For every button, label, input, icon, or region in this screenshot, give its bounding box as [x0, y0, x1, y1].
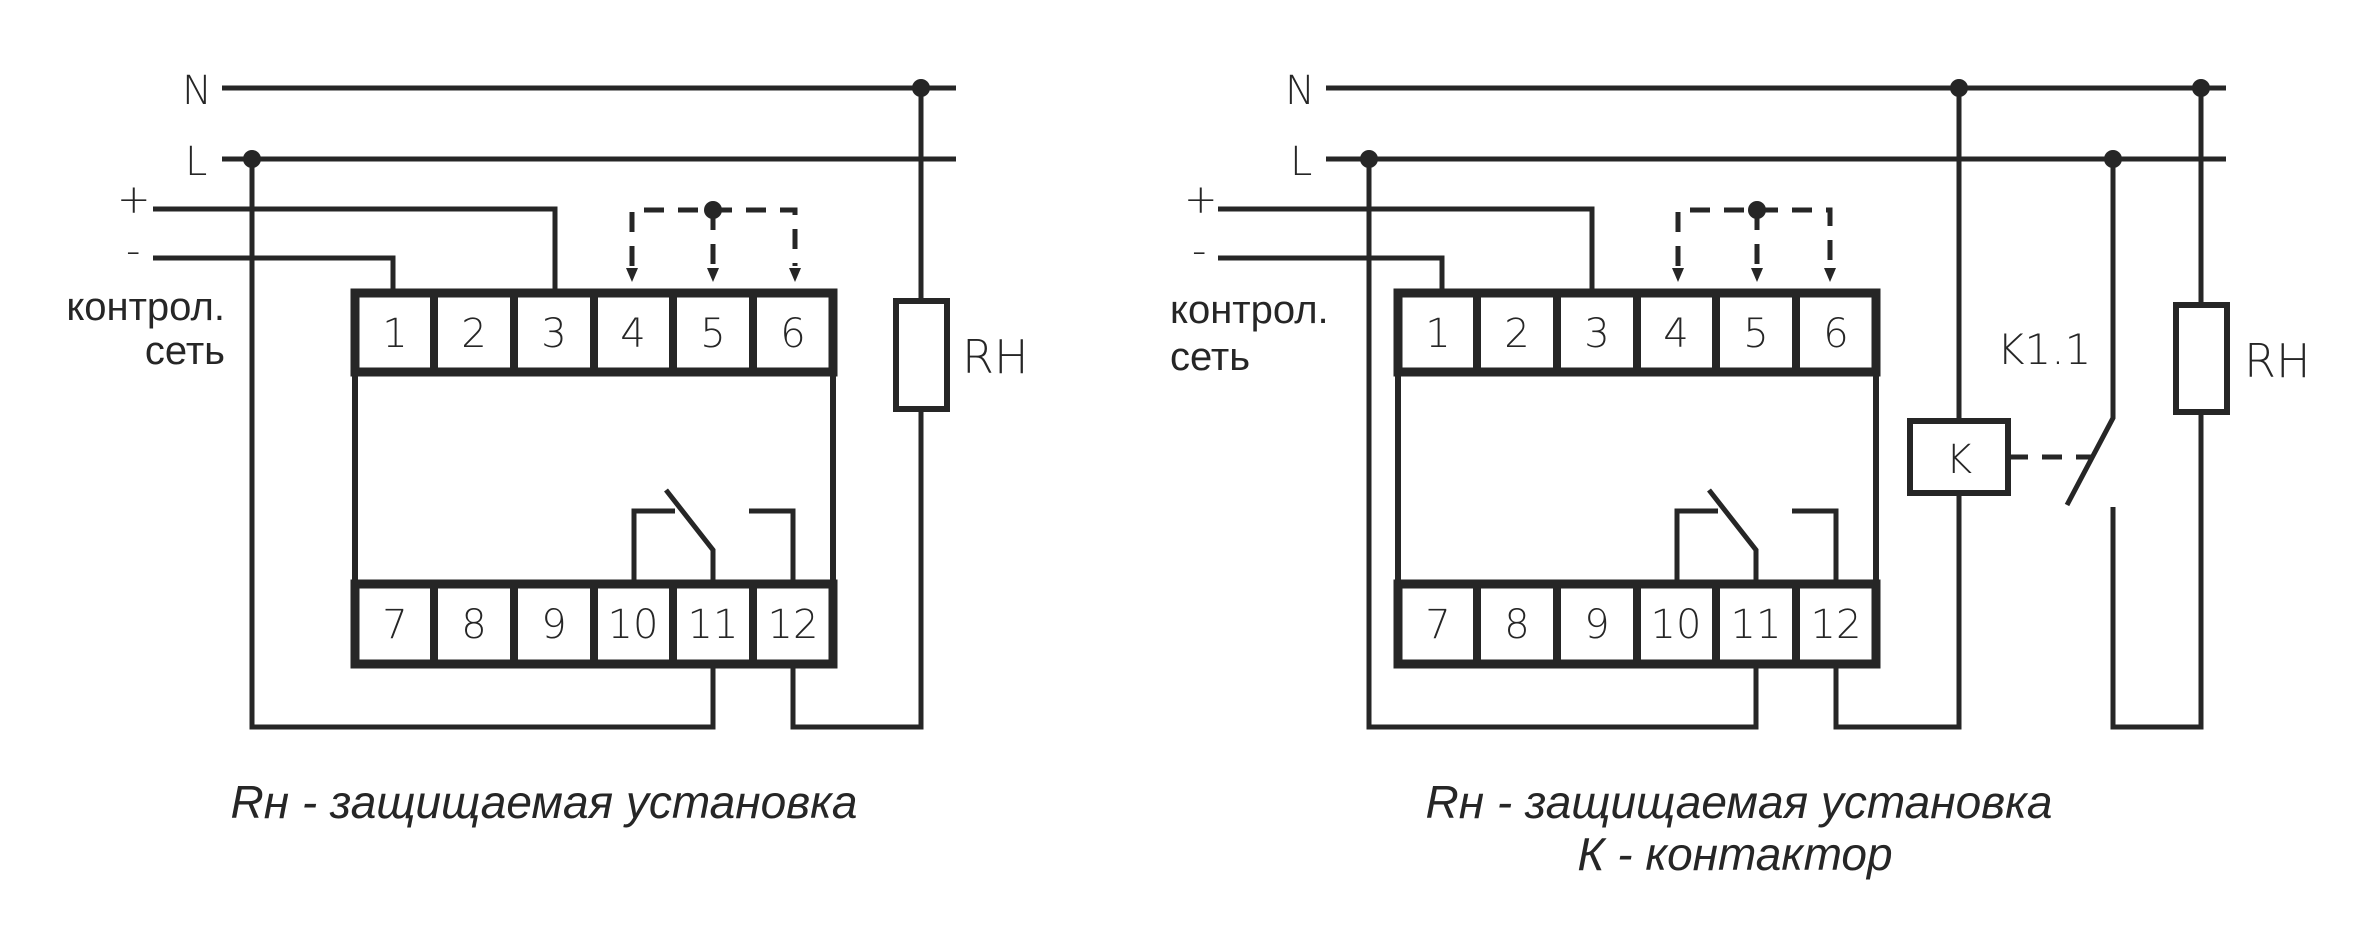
contactor-contact	[2064, 159, 2116, 507]
load-resistor	[893, 298, 950, 412]
arrow-down-icon	[1751, 268, 1763, 282]
control-network-label-line2: сеть	[145, 329, 225, 373]
relay-contact	[1674, 488, 1839, 584]
diagram-direct: N L + - контрол. сеть 1 2 3 4 5 6	[66, 68, 1028, 828]
control-network-label-line1: контрол.	[1170, 288, 1329, 332]
terminal-1: 1	[1425, 311, 1450, 357]
terminal-1: 1	[382, 311, 407, 357]
diagram-contactor: N L + - контрол. сеть 1 2 3 4 5 6	[1170, 68, 2311, 880]
load-label: RН	[962, 330, 1029, 384]
terminal-row-top: 1 2 3 4 5 6	[1393, 288, 1881, 377]
control-network-label-line2: сеть	[1170, 335, 1250, 379]
arrow-down-icon	[1672, 268, 1684, 282]
arrow-down-icon	[1824, 268, 1836, 282]
terminal-5: 5	[1743, 311, 1768, 357]
plus-wire	[1218, 206, 1595, 293]
terminal-row-bottom: 7 8 9 10 11 12	[1393, 579, 1881, 669]
terminal-8: 8	[1504, 602, 1529, 648]
terminal-2: 2	[1504, 311, 1529, 357]
control-network-label-line1: контрол.	[66, 285, 225, 329]
terminal-row-bottom: 7 8 9 10 11 12	[350, 579, 838, 669]
contactor-coil-label: K	[1946, 437, 1972, 483]
terminal-11: 11	[688, 602, 739, 648]
terminal-6: 6	[1823, 311, 1848, 357]
caption-line-2: К - контактор	[1577, 828, 1892, 880]
terminal-3: 3	[1584, 311, 1609, 357]
terminal-12: 12	[1811, 602, 1862, 648]
caption-line-1: Rн - защищаемая установка	[231, 776, 858, 828]
coil-return-wire	[1833, 493, 1962, 730]
terminal-11: 11	[1731, 602, 1782, 648]
arrow-down-icon	[707, 268, 719, 282]
junction-dot	[1950, 79, 1968, 97]
caption-line-1: Rн - защищаемая установка	[1426, 776, 2053, 828]
terminal-row-top: 1 2 3 4 5 6	[350, 288, 838, 377]
arrow-down-icon	[789, 268, 801, 282]
neutral-label: N	[182, 68, 212, 114]
terminal-7: 7	[1425, 602, 1450, 648]
terminal-4: 4	[620, 311, 645, 357]
junction-dot	[2192, 79, 2210, 97]
neutral-label: N	[1285, 68, 1315, 114]
plus-wire	[153, 206, 558, 293]
line-to-terminal-11-wire	[249, 159, 716, 730]
terminal-5: 5	[700, 311, 725, 357]
junction-dot	[243, 150, 261, 168]
terminal-2: 2	[461, 311, 486, 357]
arrow-down-icon	[626, 268, 638, 282]
junction-dot	[912, 79, 930, 97]
minus-wire	[153, 255, 396, 293]
terminal-12: 12	[768, 602, 819, 648]
contactor-contact-label: K1.1	[1997, 325, 2091, 374]
terminal-10: 10	[608, 602, 659, 648]
line-label: L	[185, 139, 207, 185]
line-to-terminal-11-wire	[1366, 159, 1759, 730]
load-return-wire	[2110, 412, 2204, 730]
terminal-9: 9	[541, 602, 566, 648]
minus-label: -	[1192, 228, 1206, 274]
terminal-3: 3	[541, 311, 566, 357]
load-resistor	[2173, 302, 2230, 415]
terminal-8: 8	[461, 602, 486, 648]
junction-dot	[1360, 150, 1378, 168]
plus-label: +	[1184, 177, 1218, 223]
minus-label: -	[126, 228, 140, 274]
relay-contact	[631, 488, 796, 584]
terminal-10: 10	[1651, 602, 1702, 648]
jumper-selector	[626, 201, 801, 282]
jumper-selector	[1672, 201, 1836, 282]
terminal-9: 9	[1584, 602, 1609, 648]
terminal-7: 7	[382, 602, 407, 648]
load-label: RН	[2244, 334, 2311, 388]
load-return-wire	[790, 409, 924, 730]
terminal-6: 6	[780, 311, 805, 357]
plus-label: +	[117, 177, 151, 223]
minus-wire	[1218, 255, 1445, 293]
line-label: L	[1290, 139, 1312, 185]
terminal-4: 4	[1663, 311, 1688, 357]
